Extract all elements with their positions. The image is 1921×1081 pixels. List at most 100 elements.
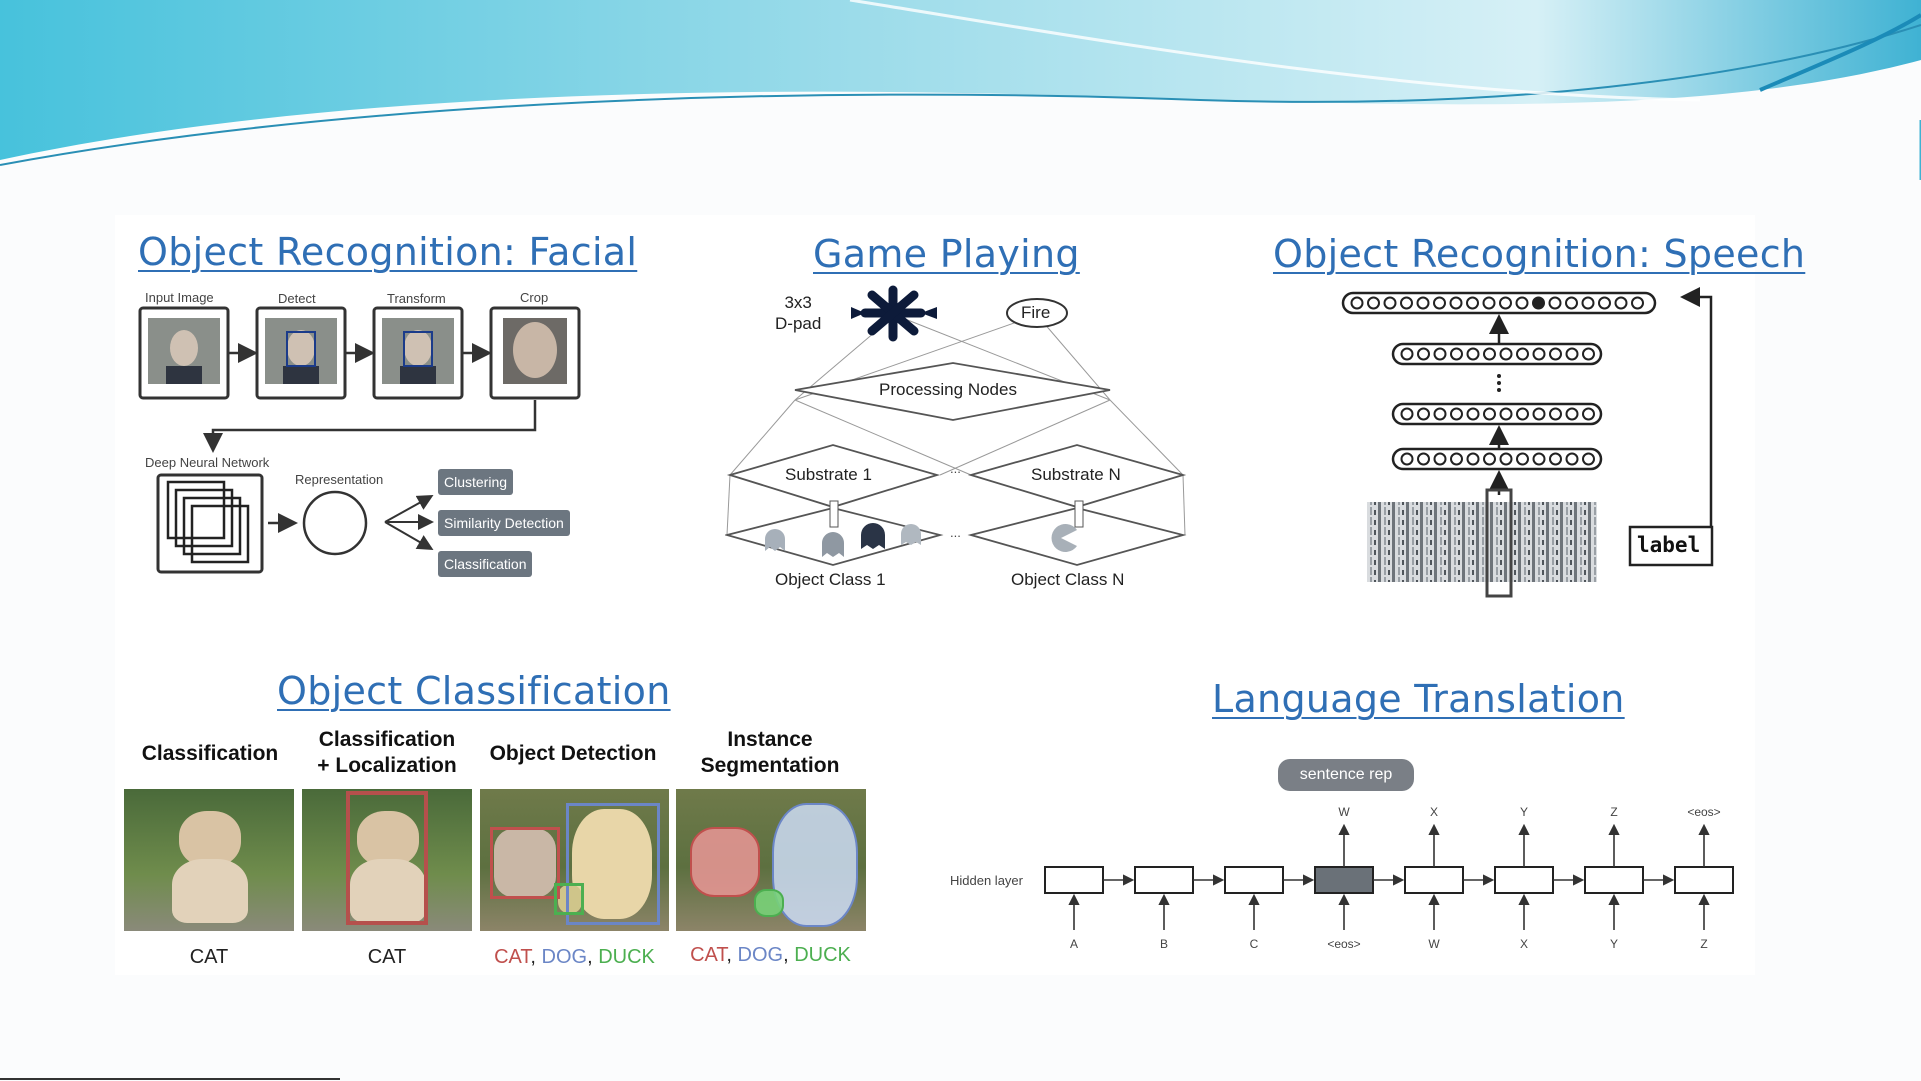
hidden-neuron bbox=[1532, 452, 1546, 466]
facial-title-link[interactable]: Object Recognition: Facial bbox=[138, 230, 638, 274]
representation-circle bbox=[302, 490, 368, 556]
output-neuron bbox=[1383, 296, 1397, 310]
hidden-neuron bbox=[1433, 452, 1447, 466]
caption-word-dog: DOG bbox=[541, 946, 588, 968]
output-neuron bbox=[1433, 296, 1446, 310]
substrate-n-diamond bbox=[967, 444, 1187, 508]
input-token: B bbox=[1159, 937, 1168, 951]
output-neuron bbox=[1449, 296, 1463, 310]
col-header-classification: Classification bbox=[141, 742, 279, 765]
output-token: Y bbox=[1519, 805, 1528, 819]
output-neuron bbox=[1565, 296, 1578, 310]
ghost-icon bbox=[901, 524, 921, 545]
hidden-layer-label: Hidden layer bbox=[950, 873, 1023, 888]
output-neuron bbox=[1367, 296, 1380, 310]
output-token: <eos> bbox=[1687, 805, 1721, 819]
input-token: C bbox=[1249, 937, 1259, 951]
dog-mask bbox=[772, 803, 858, 927]
caption-localization: CAT bbox=[302, 946, 472, 969]
facial-step-label: Input Image bbox=[145, 290, 214, 305]
classification-title-link[interactable]: Object Classification bbox=[277, 669, 671, 713]
localization-box bbox=[346, 791, 428, 925]
hidden-cell bbox=[1494, 866, 1554, 894]
hidden-neuron bbox=[1582, 407, 1595, 421]
kitten-photo-localized bbox=[302, 789, 472, 931]
fire-label: Fire bbox=[1021, 303, 1051, 322]
output-neuron bbox=[1614, 296, 1628, 310]
dpad-star-icon bbox=[860, 285, 926, 342]
game-ellipsis: ... bbox=[950, 525, 961, 540]
facial-step-label: Transform bbox=[387, 291, 446, 306]
game-title-link[interactable]: Game Playing bbox=[813, 232, 1080, 276]
representation-label: Representation bbox=[295, 472, 384, 487]
hidden-neuron bbox=[1483, 452, 1496, 466]
hidden-neuron bbox=[1582, 452, 1595, 466]
input-token: Y bbox=[1609, 937, 1618, 951]
ghost-icon bbox=[822, 532, 844, 557]
hidden-neuron bbox=[1549, 347, 1562, 361]
substrate-1-label: Substrate 1 bbox=[785, 465, 872, 484]
output-tag-classification: Classification bbox=[438, 551, 533, 577]
label-box-text: label bbox=[1637, 533, 1701, 557]
output-token: X bbox=[1429, 805, 1438, 819]
transform-image-frame bbox=[372, 306, 464, 400]
output-neuron bbox=[1548, 296, 1562, 310]
hidden-neuron bbox=[1466, 407, 1480, 421]
hidden-neuron bbox=[1450, 407, 1463, 421]
seq2seq-diagram bbox=[1044, 823, 1734, 930]
caption-word: CAT bbox=[367, 946, 407, 968]
hidden-neuron bbox=[1450, 347, 1463, 361]
hidden-neuron bbox=[1516, 347, 1529, 361]
output-neuron bbox=[1400, 296, 1413, 310]
output-neuron bbox=[1581, 296, 1595, 310]
input-image-frame bbox=[138, 306, 230, 400]
output-neuron bbox=[1499, 296, 1512, 310]
caption-word: CAT bbox=[189, 946, 229, 968]
object-class-n-diamond bbox=[967, 507, 1187, 566]
header-wave bbox=[0, 0, 1921, 180]
sentence-rep-pill: sentence rep bbox=[1278, 759, 1414, 791]
input-token: <eos> bbox=[1327, 937, 1361, 951]
hidden-neuron bbox=[1400, 407, 1414, 421]
dnn-label: Deep Neural Network bbox=[145, 455, 270, 470]
hidden-neuron bbox=[1433, 407, 1447, 421]
hidden-neuron bbox=[1483, 407, 1496, 421]
processing-nodes-diamond bbox=[794, 362, 1111, 421]
object-class-1-label: Object Class 1 bbox=[775, 570, 886, 589]
spectrogram bbox=[1367, 502, 1597, 582]
facial-step-label: Crop bbox=[520, 290, 549, 305]
speech-network-diagram bbox=[1341, 287, 1714, 598]
hidden-cell bbox=[1224, 866, 1284, 894]
hidden-neuron bbox=[1417, 407, 1430, 421]
hidden-neuron bbox=[1532, 347, 1546, 361]
hidden-layer-3 bbox=[1391, 342, 1603, 366]
output-neuron bbox=[1482, 296, 1496, 310]
label-box bbox=[1628, 525, 1714, 567]
game-ellipsis: ... bbox=[950, 461, 961, 476]
ghost-icon bbox=[765, 529, 785, 551]
hidden-neuron bbox=[1549, 407, 1562, 421]
hidden-neuron bbox=[1400, 452, 1414, 466]
speech-title-link[interactable]: Object Recognition: Speech bbox=[1273, 232, 1806, 276]
duck-mask bbox=[754, 889, 784, 917]
crop-image-frame bbox=[489, 306, 581, 400]
output-neuron bbox=[1631, 296, 1644, 310]
hidden-neuron bbox=[1450, 452, 1463, 466]
cat-detection-box bbox=[490, 827, 560, 899]
hidden-neuron bbox=[1400, 347, 1414, 361]
hidden-neuron bbox=[1417, 347, 1430, 361]
output-neuron bbox=[1350, 296, 1364, 310]
hidden-cell bbox=[1044, 866, 1104, 894]
input-token: W bbox=[1428, 937, 1440, 951]
caption-segmentation: CAT, DOG, DUCK bbox=[690, 944, 851, 966]
facial-pipeline-diagram bbox=[138, 306, 581, 574]
translation-title-link[interactable]: Language Translation bbox=[1212, 677, 1625, 721]
output-neuron bbox=[1515, 296, 1529, 310]
facial-step-label: Detect bbox=[278, 291, 316, 306]
output-tag-similarity: Similarity Detection bbox=[438, 510, 570, 536]
hidden-neuron bbox=[1582, 347, 1595, 361]
segmentation-photo bbox=[676, 789, 866, 931]
caption-detection: CAT, DOG, DUCK bbox=[494, 946, 655, 968]
kitten-photo bbox=[124, 789, 294, 931]
output-neuron bbox=[1466, 296, 1479, 310]
